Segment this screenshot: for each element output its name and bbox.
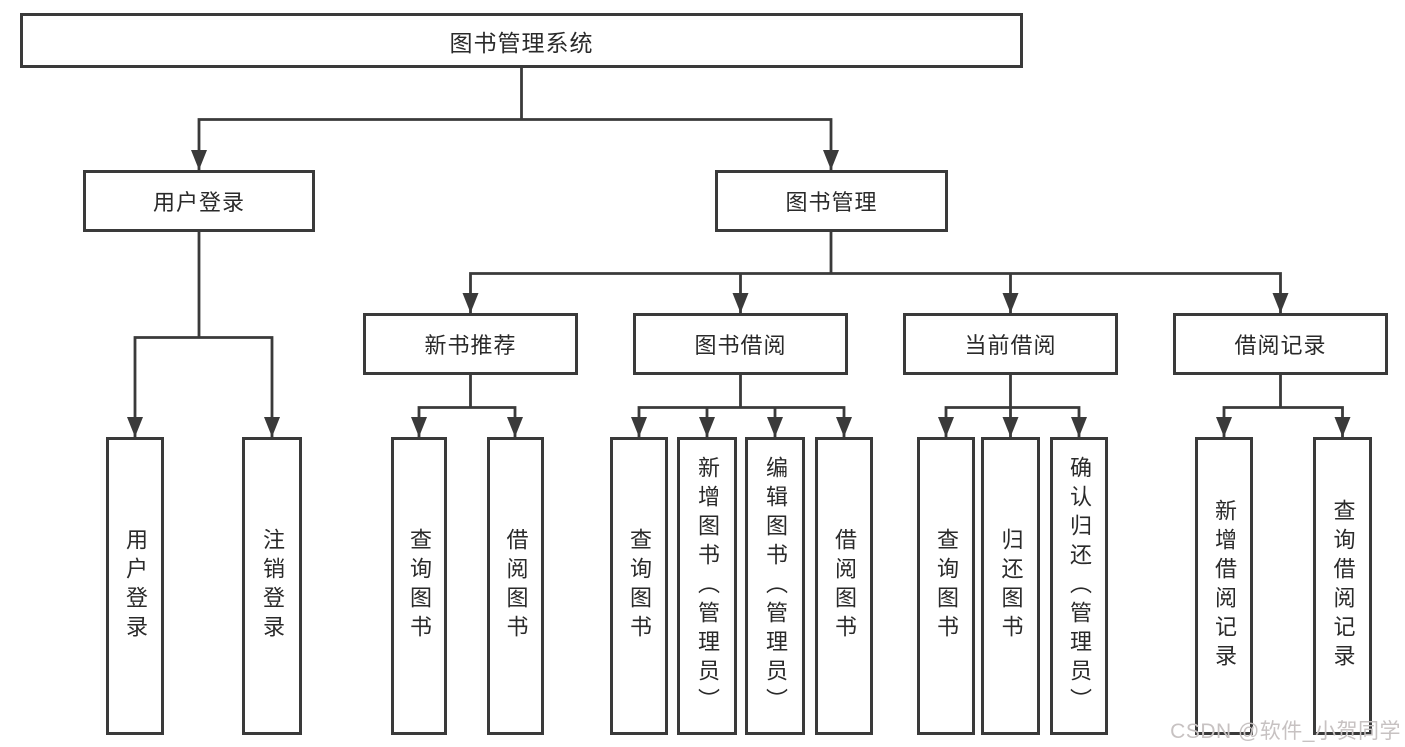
node-label: 新增图书（管理员）	[695, 455, 720, 717]
leaf-logout: 注销登录	[242, 437, 302, 735]
node-label: 归还图书	[998, 528, 1024, 644]
node-label: 查询图书	[934, 528, 959, 644]
node-label: 新增借阅记录	[1212, 499, 1237, 673]
node-label: 查询图书	[627, 528, 652, 644]
node-label: 确认归还（管理员）	[1067, 455, 1092, 717]
node-new-book-recommendation: 新书推荐	[363, 313, 578, 375]
leaf-return-books: 归还图书	[981, 437, 1040, 735]
leaf-query-borrow-record: 查询借阅记录	[1313, 437, 1372, 735]
node-label: 用户登录	[152, 190, 245, 215]
node-label: 图书借阅	[694, 333, 787, 358]
csdn-watermark: CSDN @软件_小贺同学	[1170, 720, 1401, 743]
leaf-query-books-current: 查询图书	[917, 437, 975, 735]
node-label: 用户登录	[123, 528, 148, 644]
node-label: 图书管理系统	[449, 29, 594, 56]
node-label: 借阅图书	[832, 528, 857, 644]
node-label: 借阅记录	[1234, 333, 1327, 358]
node-label: 图书管理	[785, 190, 878, 215]
node-library-management-system: 图书管理系统	[20, 13, 1023, 68]
leaf-confirm-return-admin: 确认归还（管理员）	[1050, 437, 1108, 735]
node-label: 借阅图书	[503, 528, 529, 644]
node-borrowing-records: 借阅记录	[1173, 313, 1388, 375]
node-label: 查询图书	[407, 528, 432, 644]
leaf-edit-books-admin: 编辑图书（管理员）	[745, 437, 805, 735]
leaf-add-borrow-record: 新增借阅记录	[1195, 437, 1253, 735]
node-user-login-branch: 用户登录	[83, 170, 315, 232]
node-label: 注销登录	[260, 528, 285, 644]
node-label: 当前借阅	[964, 333, 1057, 358]
leaf-query-books-recommend: 查询图书	[391, 437, 447, 735]
node-book-borrowing: 图书借阅	[633, 313, 848, 375]
leaf-add-books-admin: 新增图书（管理员）	[677, 437, 737, 735]
leaf-query-books-borrow: 查询图书	[610, 437, 668, 735]
leaf-borrow-books: 借阅图书	[815, 437, 873, 735]
node-book-management-branch: 图书管理	[715, 170, 948, 232]
node-label: 查询借阅记录	[1330, 499, 1356, 673]
node-current-borrowing: 当前借阅	[903, 313, 1118, 375]
node-label: 编辑图书（管理员）	[763, 455, 788, 717]
leaf-borrow-books-recommend: 借阅图书	[487, 437, 544, 735]
leaf-user-login: 用户登录	[106, 437, 164, 735]
node-label: 新书推荐	[424, 333, 517, 358]
